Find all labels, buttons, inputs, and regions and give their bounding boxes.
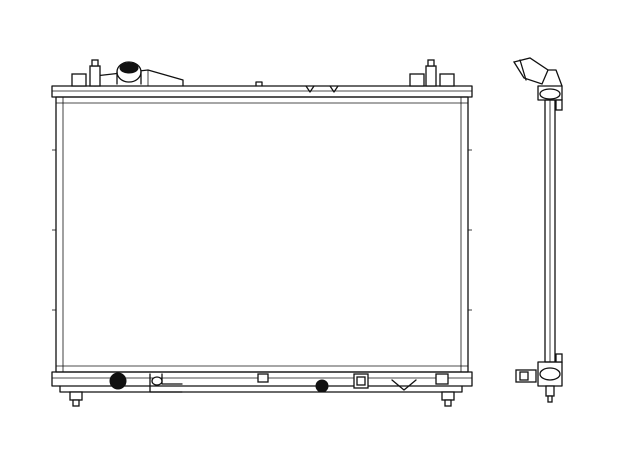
mount-top-left <box>71 59 101 87</box>
mount-top-right <box>409 59 455 87</box>
side-bottom-tank <box>515 353 563 403</box>
mount-bottom-right <box>441 391 455 401</box>
radiator-core <box>55 96 469 373</box>
mount-bottom-left <box>69 391 83 401</box>
drain-plug <box>109 372 127 390</box>
side-top-tank <box>512 57 563 111</box>
upper-hose-inlet <box>116 61 142 85</box>
side-plates <box>52 97 472 372</box>
top-tank <box>51 69 473 98</box>
bottom-details <box>69 372 455 407</box>
side-view <box>512 57 563 403</box>
side-core <box>544 99 556 363</box>
temperature-sensor <box>315 379 329 393</box>
front-view <box>51 59 473 407</box>
lower-hose-outlet <box>149 373 183 393</box>
